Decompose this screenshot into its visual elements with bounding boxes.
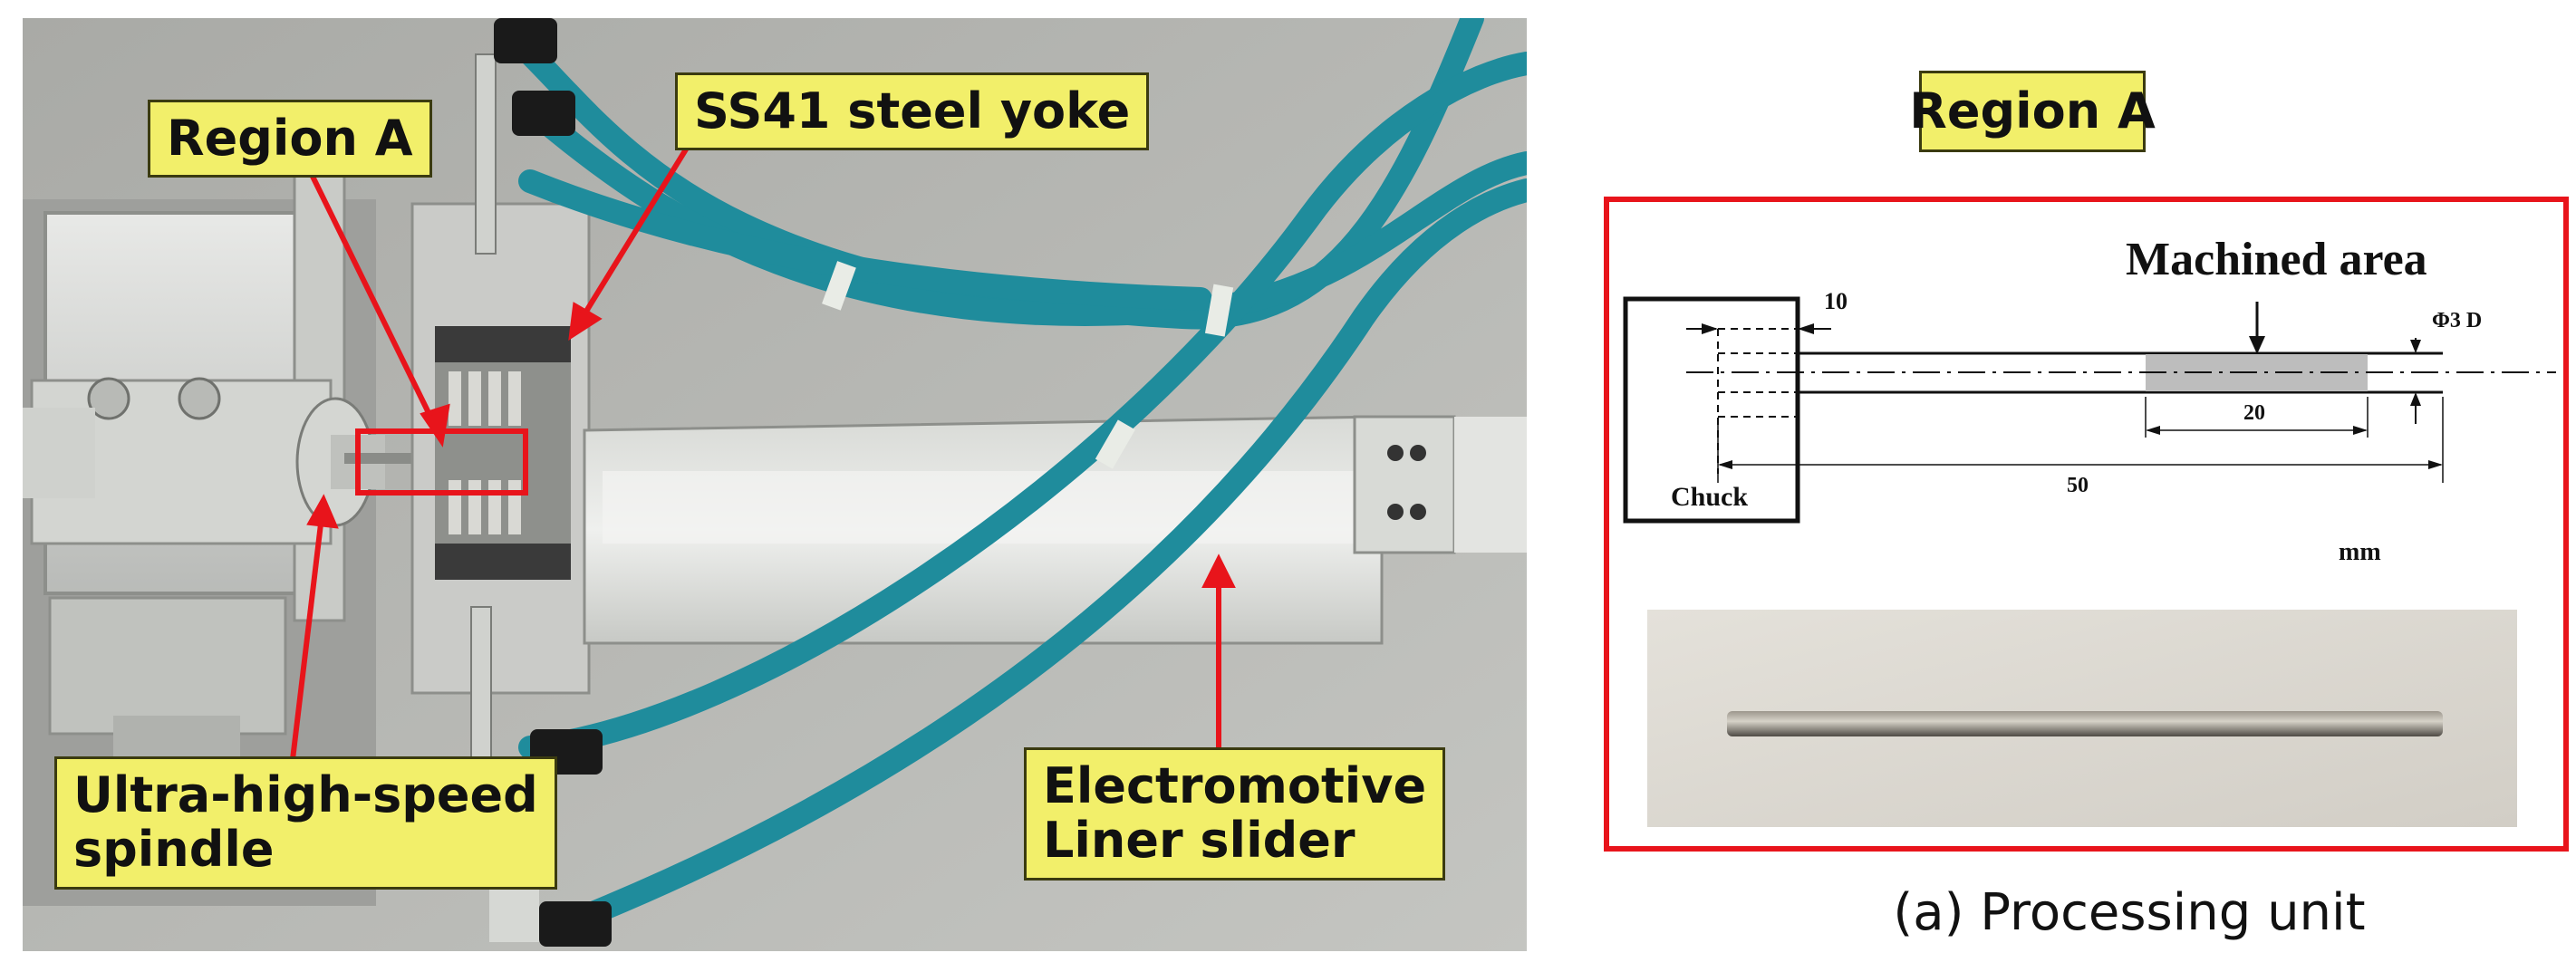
label-region-a-text: Region A [167, 110, 413, 167]
figure-caption: (a) Processing unit [1893, 883, 2366, 942]
label-spindle-line1: Ultra-high-speed [73, 766, 538, 823]
label-spindle: Ultra-high-speed spindle [54, 756, 557, 890]
label-steel-yoke-text: SS41 steel yoke [694, 82, 1131, 140]
chuck-label: Chuck [1671, 482, 1748, 512]
machined-area-label: Machined area [2126, 234, 2427, 285]
label-slider: Electromotive Liner slider [1024, 747, 1446, 881]
technical-drawing: Machined area 10 Φ3 D 20 50 Chuck mm [1623, 234, 2556, 566]
dim-10-label: 10 [1824, 288, 1848, 314]
diameter-label: Φ3 D [2432, 309, 2482, 332]
label-slider-line2: Liner slider [1043, 812, 1356, 870]
label-spindle-line2: spindle [73, 821, 275, 879]
dim-20-label: 20 [2243, 401, 2265, 425]
rod-specimen [1727, 711, 2443, 736]
zoom-title: Region A [1909, 71, 2156, 152]
label-slider-line1: Electromotive [1043, 757, 1427, 814]
chuck-block [1623, 296, 1800, 524]
rod-photo [1647, 610, 2517, 827]
zoom-title-text: Region A [1909, 82, 2156, 140]
dim-50-label: 50 [2067, 474, 2089, 497]
label-steel-yoke: SS41 steel yoke [675, 72, 1150, 151]
region-a-zoom-frame [1604, 197, 2569, 852]
label-region-a: Region A [148, 100, 432, 178]
unit-label: mm [2339, 538, 2381, 566]
